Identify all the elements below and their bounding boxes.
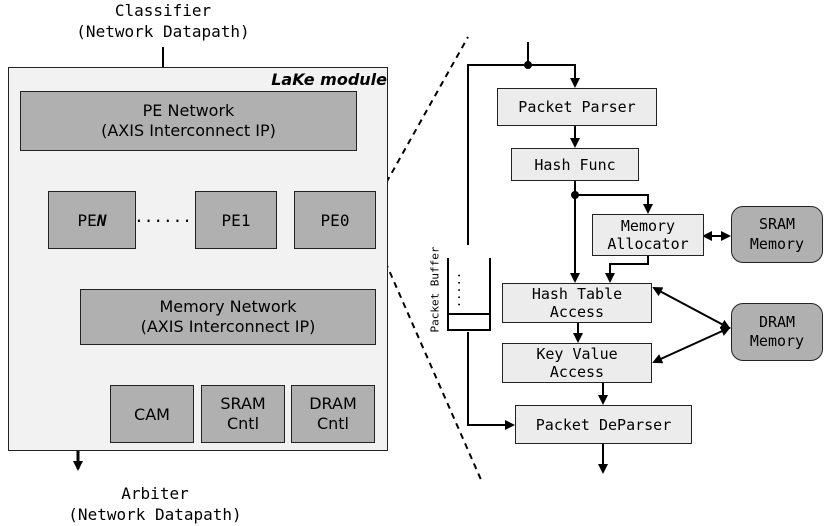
hashtable-dram-arrow xyxy=(652,287,731,329)
pe-0-box: PE0 xyxy=(294,191,376,249)
packet-buffer-shape xyxy=(447,258,491,331)
key-value-access-box: Key Value Access xyxy=(502,343,652,383)
pe-ellipsis: ...... xyxy=(134,207,192,226)
hash-func-box: Hash Func xyxy=(511,148,639,181)
zoom-line-top xyxy=(380,36,469,193)
packet-deparser-box: Packet DeParser xyxy=(515,405,692,444)
pe-network-box: PE Network (AXIS Interconnect IP) xyxy=(20,91,357,151)
hash-table-access-box: Hash Table Access xyxy=(502,283,652,323)
buffer-to-deparser-arrow xyxy=(467,332,515,430)
kv-dram-arrow xyxy=(652,326,731,364)
to-buffer-line xyxy=(467,64,528,245)
pe-0-text: PE0 xyxy=(320,210,350,230)
dram-memory-box: DRAM Memory xyxy=(731,303,823,361)
pe-1-text: PE1 xyxy=(221,210,251,230)
arbiter-label: Arbiter (Network Datapath) xyxy=(68,484,242,524)
memory-network-box: Memory Network (AXIS Interconnect IP) xyxy=(80,289,376,345)
pe-n-box: PEN xyxy=(48,191,136,249)
packet-parser-box: Packet Parser xyxy=(497,88,657,126)
sram-memory-box: SRAM Memory xyxy=(731,206,823,263)
pe-network-text: PE Network (AXIS Interconnect IP) xyxy=(101,101,276,140)
packet-buffer-label: Packet Buffer xyxy=(428,246,442,333)
cam-box: CAM xyxy=(110,385,194,443)
memory-allocator-text: Memory Allocator xyxy=(607,217,689,253)
to-parser-arrow xyxy=(528,64,580,88)
packet-buffer-dots: ..... xyxy=(449,271,463,309)
dram-cntl-box: DRAM Cntl xyxy=(291,385,375,443)
pe-1-box: PE1 xyxy=(195,191,277,249)
sram-memory-text: SRAM Memory xyxy=(749,215,805,253)
dram-memory-text: DRAM Memory xyxy=(749,312,805,351)
packet-deparser-text: Packet DeParser xyxy=(535,415,672,434)
dram-cntl-text: DRAM Cntl xyxy=(309,394,357,433)
hash-junction-dot xyxy=(571,191,579,199)
cam-text: CAM xyxy=(134,404,170,424)
hash-to-allocator-arrow xyxy=(575,194,653,214)
allocator-to-hashtable-arrow xyxy=(605,256,649,283)
sram-cntl-text: SRAM Cntl xyxy=(220,394,266,433)
hash-table-access-text: Hash Table Access xyxy=(531,285,623,321)
packet-parser-text: Packet Parser xyxy=(518,98,636,116)
pe-n-suffix: N xyxy=(96,210,107,230)
input-junction-dot xyxy=(524,61,532,69)
pe-n-prefix: PE xyxy=(77,210,97,230)
sram-cntl-box: SRAM Cntl xyxy=(201,385,285,443)
lake-module-label: LaKe module xyxy=(271,70,387,89)
key-value-access-text: Key Value Access xyxy=(536,345,618,381)
memory-allocator-box: Memory Allocator xyxy=(592,214,704,256)
classifier-label: Classifier (Network Datapath) xyxy=(76,1,250,41)
zoom-line-bottom xyxy=(380,251,483,483)
pe-n-text: PEN xyxy=(78,211,107,230)
hash-func-text: Hash Func xyxy=(534,155,616,174)
memory-network-text: Memory Network (AXIS Interconnect IP) xyxy=(140,297,316,336)
